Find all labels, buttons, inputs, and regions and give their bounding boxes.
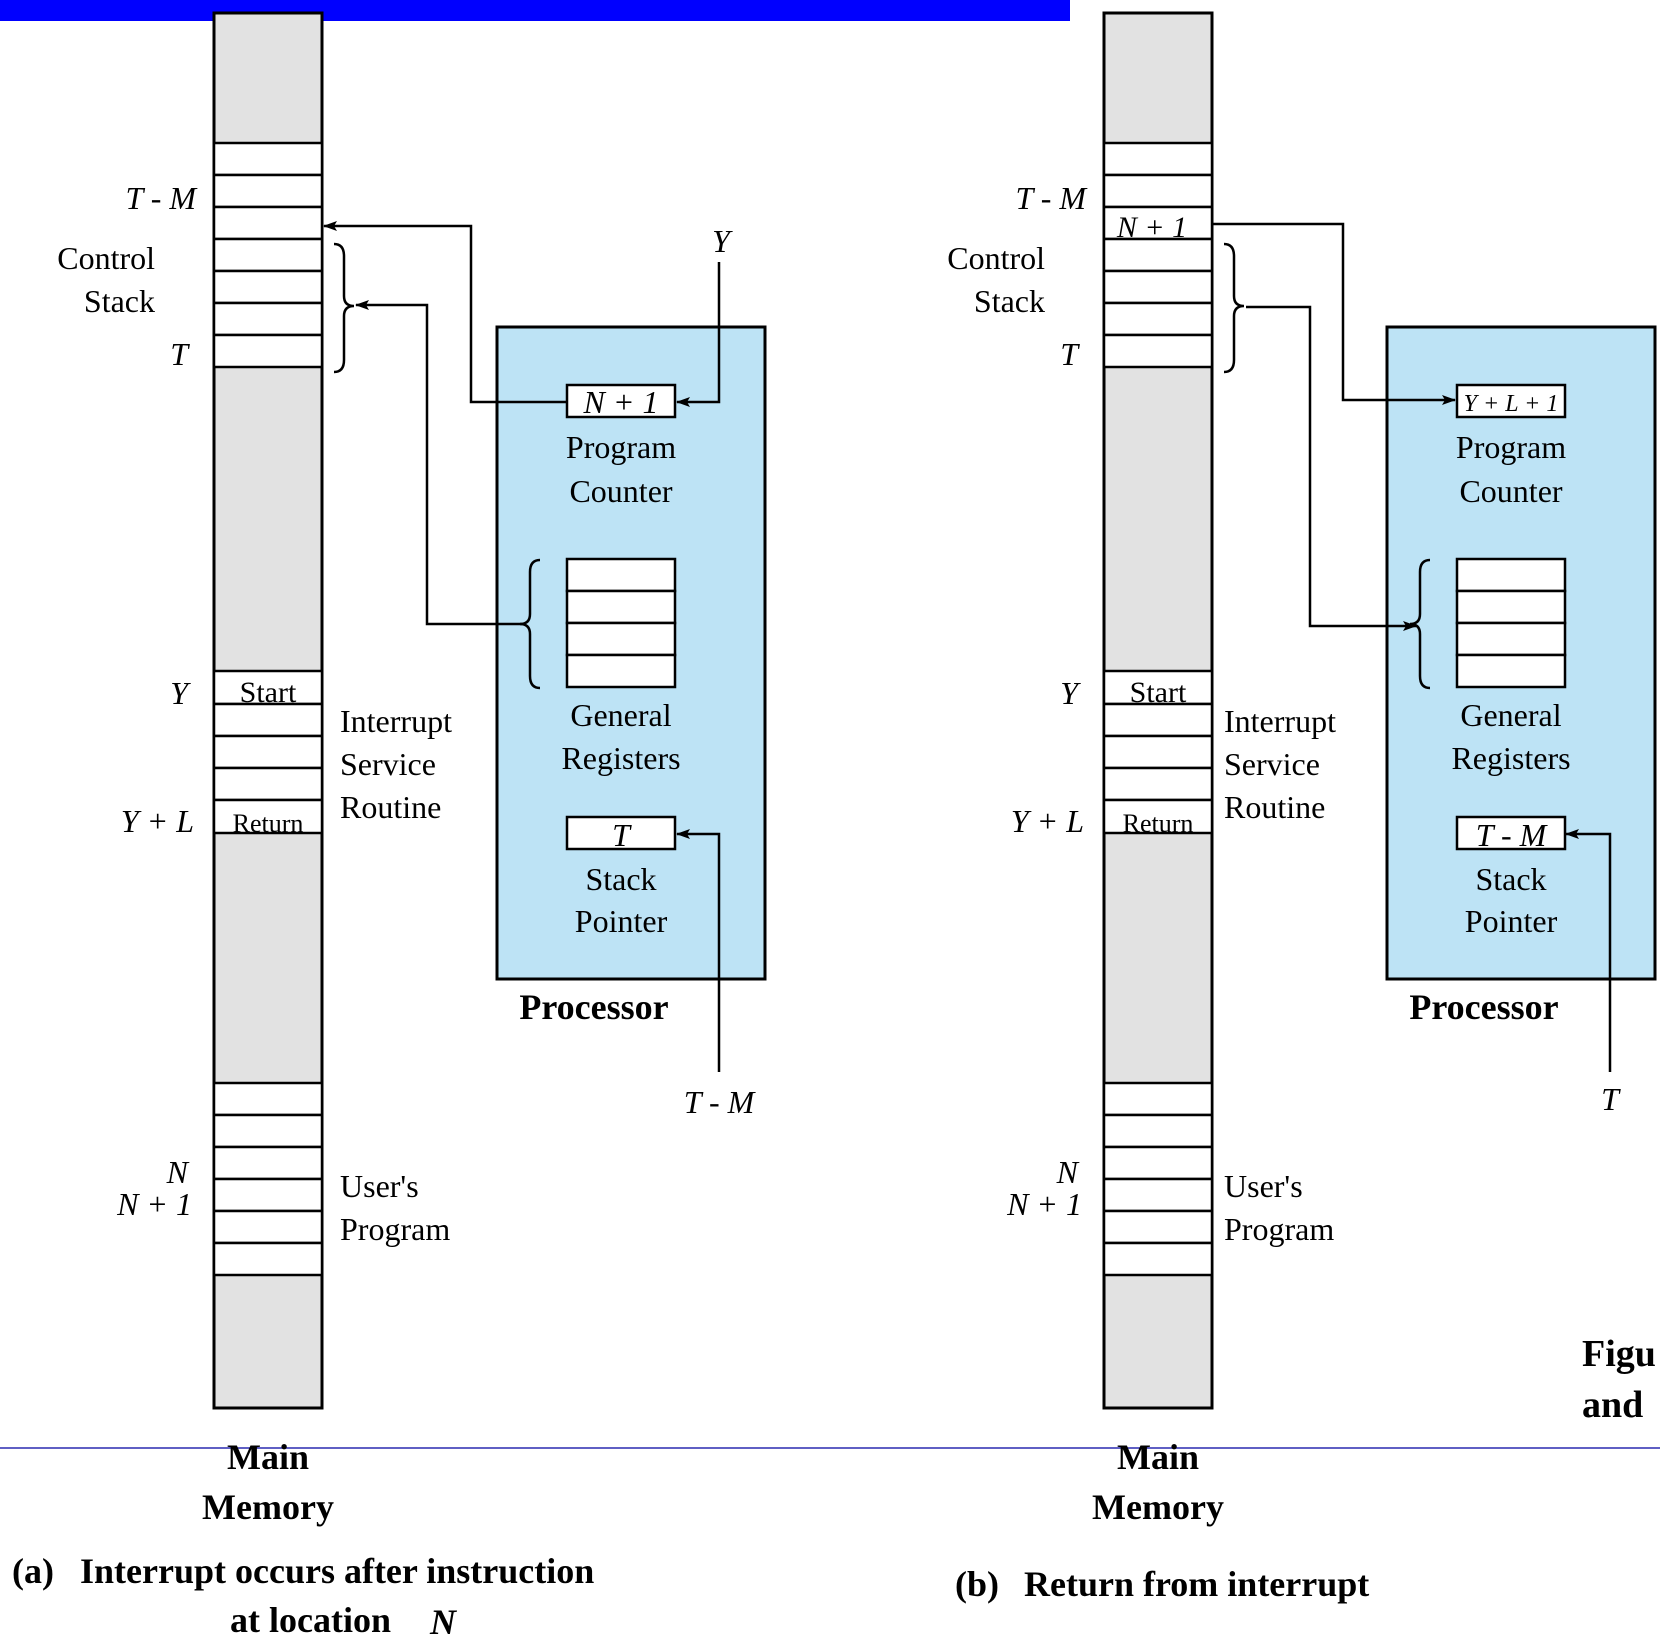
label-n-plus-1: N + 1 bbox=[116, 1186, 192, 1222]
stack-pointer-label-line2: Pointer bbox=[575, 903, 668, 939]
control-stack-line2: Stack bbox=[84, 283, 155, 319]
label-t: T bbox=[1060, 336, 1080, 372]
isr-line1: Interrupt bbox=[340, 703, 452, 739]
arrow-t-to-sp bbox=[1565, 829, 1612, 1072]
general-registers-line1: General bbox=[1460, 697, 1561, 733]
arrow-pc-to-stack bbox=[323, 221, 567, 404]
label-y-plus-l: Y + L bbox=[121, 803, 194, 839]
users-program-line1: User's bbox=[340, 1168, 419, 1204]
t-pointer-label: T bbox=[1601, 1081, 1621, 1117]
caption-a-line1: Interrupt occurs after instruction bbox=[80, 1551, 594, 1591]
main-memory-column bbox=[212, 11, 324, 1410]
main-memory-line2: Memory bbox=[202, 1487, 334, 1527]
program-counter-label-line1: Program bbox=[566, 429, 676, 465]
isr-line3: Routine bbox=[340, 789, 441, 825]
label-t: T bbox=[170, 336, 190, 372]
top-banner bbox=[0, 0, 1070, 21]
caption-a-line2: at location bbox=[230, 1600, 391, 1640]
stack-pointer-label-line1: Stack bbox=[1475, 861, 1546, 897]
label-n-plus-1: N + 1 bbox=[1006, 1186, 1082, 1222]
isr-line2: Service bbox=[1224, 746, 1320, 782]
control-stack-line1: Control bbox=[947, 240, 1045, 276]
label-t-minus-m: T - M bbox=[125, 180, 198, 216]
stack-pointer-label-line2: Pointer bbox=[1465, 903, 1558, 939]
return-cell-label: Return bbox=[233, 809, 304, 838]
isr-line1: Interrupt bbox=[1224, 703, 1336, 739]
panel-a: Start Return T - M Control Stack T Y Y +… bbox=[12, 11, 767, 1642]
users-program-line2: Program bbox=[1224, 1211, 1334, 1247]
general-registers-line2: Registers bbox=[1451, 740, 1570, 776]
main-memory-line2: Memory bbox=[1092, 1487, 1224, 1527]
control-stack-brace bbox=[1223, 242, 1245, 374]
users-program-line2: Program bbox=[340, 1211, 450, 1247]
caption-b: Return from interrupt bbox=[1024, 1564, 1369, 1604]
caption-a-variable: N bbox=[429, 1602, 458, 1642]
return-cell-label: Return bbox=[1123, 809, 1194, 838]
program-counter-label-line2: Counter bbox=[1459, 473, 1562, 509]
program-counter-label-line1: Program bbox=[1456, 429, 1566, 465]
label-y: Y bbox=[170, 675, 191, 711]
stack-pointer-value: T - M bbox=[1476, 817, 1549, 853]
program-counter-label-line2: Counter bbox=[569, 473, 672, 509]
isr-line2: Service bbox=[340, 746, 436, 782]
caption-a-prefix: (a) bbox=[12, 1551, 54, 1591]
stack-cell-value: N + 1 bbox=[1116, 211, 1187, 244]
arrow-stack-to-pc bbox=[1212, 222, 1456, 405]
label-t-minus-m: T - M bbox=[1015, 180, 1088, 216]
arrow-tm-to-sp bbox=[676, 829, 721, 1072]
arrow-y-to-pc bbox=[676, 262, 721, 407]
panel-b: Start Return N + 1 T - M Control Stack T… bbox=[947, 11, 1657, 1604]
program-counter-value: Y + L + 1 bbox=[1464, 391, 1559, 417]
figure-caption-fragment-line2: and bbox=[1582, 1384, 1643, 1426]
label-y-plus-l: Y + L bbox=[1011, 803, 1084, 839]
main-memory-line1: Main bbox=[1117, 1437, 1199, 1477]
arrow-stack-to-registers bbox=[1246, 305, 1417, 631]
control-stack-line2: Stack bbox=[974, 283, 1045, 319]
t-minus-m-pointer-label: T - M bbox=[684, 1084, 757, 1120]
general-registers-line1: General bbox=[570, 697, 671, 733]
main-memory-line1: Main bbox=[227, 1437, 309, 1477]
users-program-line1: User's bbox=[1224, 1168, 1303, 1204]
processor-label: Processor bbox=[1409, 987, 1558, 1027]
arrow-registers-to-stack bbox=[355, 300, 522, 626]
start-cell-label: Start bbox=[1130, 676, 1187, 709]
control-stack-line1: Control bbox=[57, 240, 155, 276]
figure-caption-fragment-line1: Figu bbox=[1582, 1333, 1656, 1375]
y-pointer-label: Y bbox=[712, 223, 733, 259]
caption-b-prefix: (b) bbox=[955, 1564, 999, 1604]
stack-pointer-label-line1: Stack bbox=[585, 861, 656, 897]
program-counter-value: N + 1 bbox=[583, 384, 659, 420]
start-cell-label: Start bbox=[240, 676, 297, 709]
isr-line3: Routine bbox=[1224, 789, 1325, 825]
stack-pointer-value: T bbox=[612, 817, 632, 853]
processor-label: Processor bbox=[519, 987, 668, 1027]
label-y: Y bbox=[1060, 675, 1081, 711]
label-n: N bbox=[1056, 1154, 1080, 1190]
control-stack-brace bbox=[333, 242, 355, 374]
label-n: N bbox=[166, 1154, 190, 1190]
general-registers-line2: Registers bbox=[561, 740, 680, 776]
